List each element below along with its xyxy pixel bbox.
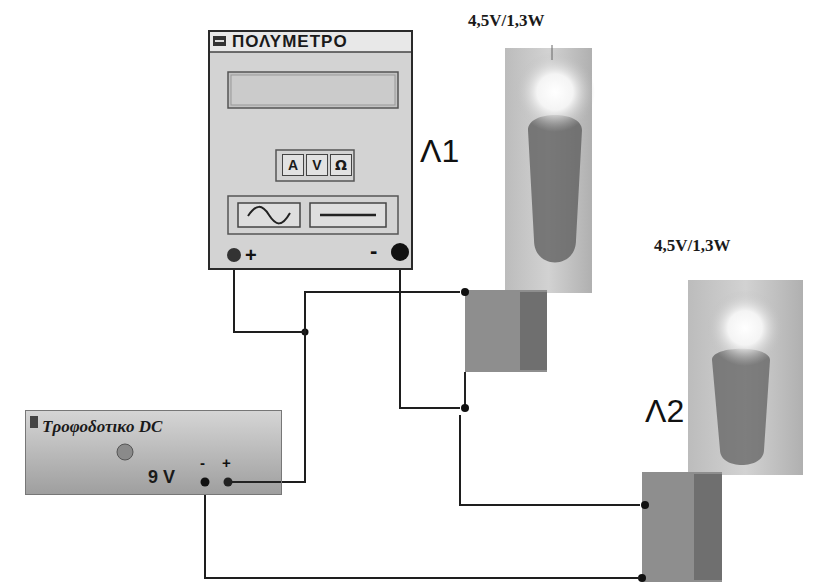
wire: [205, 495, 640, 578]
terminal-sign: +: [222, 454, 231, 472]
node-text: V: [307, 155, 327, 175]
wire-line: [400, 270, 460, 408]
node-text: Τροφοδοτικο DC: [42, 417, 162, 437]
mode-button: A: [282, 154, 304, 176]
lamp-node: 4,5V/1,3W: [460, 5, 595, 415]
power-supply-box: Τροφοδοτικο DC 9 V: [25, 410, 282, 495]
wire: [400, 270, 460, 408]
wire: [234, 270, 460, 332]
node-text: 4,5V/1,3W: [468, 11, 545, 31]
wire-line: [282, 292, 460, 482]
node-text: Ω: [331, 155, 351, 175]
wire-line: [460, 415, 640, 505]
node-text: ΠΟΛΥΜΕΤΡΟ: [232, 32, 348, 52]
wire-line: [205, 495, 640, 578]
node-text: 4,5V/1,3W: [654, 236, 731, 256]
lamp-one-picture: [461, 45, 595, 412]
wire: [282, 292, 460, 482]
wire: [460, 415, 640, 505]
lamp-two-picture: [638, 280, 803, 582]
terminal-sign: +: [245, 243, 257, 267]
mode-button: V: [306, 154, 328, 176]
terminal-sign: -: [200, 454, 205, 472]
multimeter-body: [208, 30, 413, 270]
wire-line: [234, 270, 460, 332]
node-text: 9 V: [148, 467, 175, 489]
mode-button: Ω: [330, 154, 352, 176]
node-text: A: [283, 155, 303, 175]
multimeter-box: ΠΟΛΥΜΕΤΡΟ AVΩ: [208, 30, 413, 270]
power-supply-body: [25, 410, 282, 495]
lamp-name: Λ2: [645, 392, 684, 430]
lamp-name: Λ1: [420, 132, 459, 170]
terminal-sign: -: [370, 238, 377, 264]
